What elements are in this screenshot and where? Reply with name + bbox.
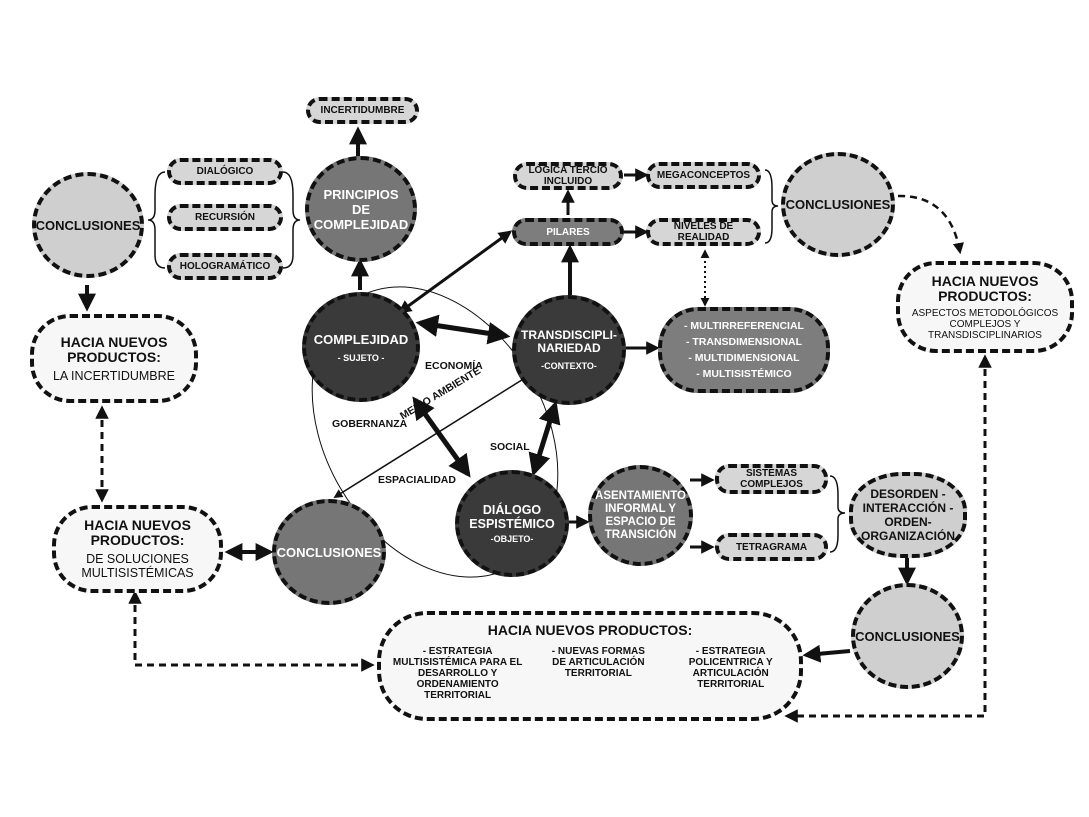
node-principios-complejidad: PRINCIPIOS DE COMPLEJIDAD [305, 156, 417, 262]
multi-item-2: - TRANSDIMENSIONAL [685, 336, 803, 348]
node-complejidad: COMPLEJIDAD - SUJETO - [302, 292, 420, 402]
node-conclusiones-bottom-right: CONCLUSIONES [851, 583, 964, 689]
brace-mega-niveles [764, 169, 779, 244]
node-conclusiones-top-right: CONCLUSIONES [781, 152, 895, 257]
arrow-trans-to-conclusiones [333, 377, 526, 498]
brace-left [147, 171, 166, 269]
node-transdisciplinariedad: TRANSDISCIPLI-NARIEDAD -CONTEXTO- [512, 295, 626, 405]
multi-item-4: - MULTISISTÉMICO [696, 368, 792, 380]
node-dialogo-espistemico: DIÁLOGO ESPISTÉMICO -OBJETO- [455, 470, 569, 577]
arrow-soluciones-bottom [128, 590, 375, 672]
dialogo-sub: -OBJETO- [490, 534, 534, 544]
complejidad-sub: - SUJETO - [337, 352, 385, 363]
label-economia: ECONOMÍA [425, 360, 483, 372]
arrow-complejidad-dialogo [412, 396, 471, 478]
node-incertidumbre: INCERTIDUMBRE [306, 97, 419, 124]
brace-right [282, 171, 301, 269]
arrow-trans-dialogo [528, 400, 561, 477]
product-incertidumbre-title: HACIA NUEVOS PRODUCTOS: [60, 333, 168, 365]
node-hologramatico: HOLOGRAMÁTICO [167, 253, 283, 280]
node-recursion: RECURSIÓN [167, 204, 283, 231]
product-metodologicos: HACIA NUEVOS PRODUCTOS: ASPECTOS METODOL… [896, 261, 1074, 353]
arrow-conclusiones-to-bottom [802, 644, 851, 663]
product-metodologicos-title: HACIA NUEVOS PRODUCTOS: [931, 272, 1039, 304]
arrow-complejidad-to-pilares [397, 230, 513, 314]
node-logica-tercio-incluido: LÓGICA TERCIO INCLUIDO [513, 162, 623, 190]
label-social: SOCIAL [490, 441, 530, 453]
node-conclusiones-mid-left: CONCLUSIONES [272, 499, 386, 605]
multi-item-1: - MULTIRREFERENCIAL [684, 320, 804, 332]
product-soluciones: HACIA NUEVOS PRODUCTOS: DE SOLUCIONES MU… [52, 505, 223, 593]
dialogo-title: DIÁLOGO ESPISTÉMICO [469, 503, 555, 531]
product-bottom-item-2: - NUEVAS FORMAS DE ARTICULACIÓN TERRITOR… [551, 646, 645, 679]
node-megaconceptos: MEGACONCEPTOS [646, 162, 761, 189]
product-bottom: HACIA NUEVOS PRODUCTOS: - ESTRATEGIA MUL… [377, 611, 803, 721]
product-bottom-item-3: - ESTRATEGIA POLICENTRICA Y ARTICULACIÓN… [688, 646, 773, 690]
node-conclusiones-top-left: CONCLUSIONES [32, 172, 144, 278]
product-incertidumbre-sub: LA INCERTIDUMBRE [52, 368, 175, 383]
node-multi-list: - MULTIRREFERENCIAL - TRANSDIMENSIONAL -… [658, 307, 830, 393]
transdisciplinariedad-sub: -CONTEXTO- [541, 361, 597, 371]
node-dialogico: DIALÓGICO [167, 158, 283, 185]
node-asentamiento-informal: ASENTAMIENTO INFORMAL Y ESPACIO DE TRANS… [588, 465, 693, 566]
node-desorden-organizacion: DESORDEN - INTERACCIÓN - ORDEN- ORGANIZA… [849, 472, 967, 558]
node-tetragrama: TETRAGRAMA [715, 533, 828, 561]
product-soluciones-sub: DE SOLUCIONES MULTISISTÉMICAS [81, 552, 194, 580]
product-incertidumbre: HACIA NUEVOS PRODUCTOS: LA INCERTIDUMBRE [30, 314, 198, 403]
node-pilares: PILARES [512, 218, 624, 246]
label-espacialidad: ESPACIALIDAD [378, 474, 456, 486]
product-bottom-item-1: - ESTRATEGIA MULTISISTÉMICA PARA EL DESA… [392, 646, 523, 701]
arrow-complejidad-trans [415, 314, 511, 345]
label-gobernanza: GOBERNANZA [332, 418, 408, 430]
product-metodologicos-sub: ASPECTOS METODOLÓGICOS COMPLEJOS Y TRANS… [911, 307, 1059, 341]
complejidad-title: COMPLEJIDAD [313, 331, 409, 347]
node-sistemas-complejos: SISTEMAS COMPLEJOS [715, 464, 828, 494]
brace-sistemas-tetragrama [829, 475, 846, 553]
multi-item-3: - MULTIDIMENSIONAL [688, 352, 800, 364]
node-niveles-realidad: NIVELES DE REALIDAD [646, 218, 761, 246]
transdisciplinariedad-title: TRANSDISCIPLI-NARIEDAD [521, 328, 617, 355]
product-bottom-title: HACIA NUEVOS PRODUCTOS: [487, 622, 693, 638]
arrow-conclusiones-to-metodologicos [897, 194, 964, 255]
product-soluciones-title: HACIA NUEVOS PRODUCTOS: [84, 517, 191, 548]
